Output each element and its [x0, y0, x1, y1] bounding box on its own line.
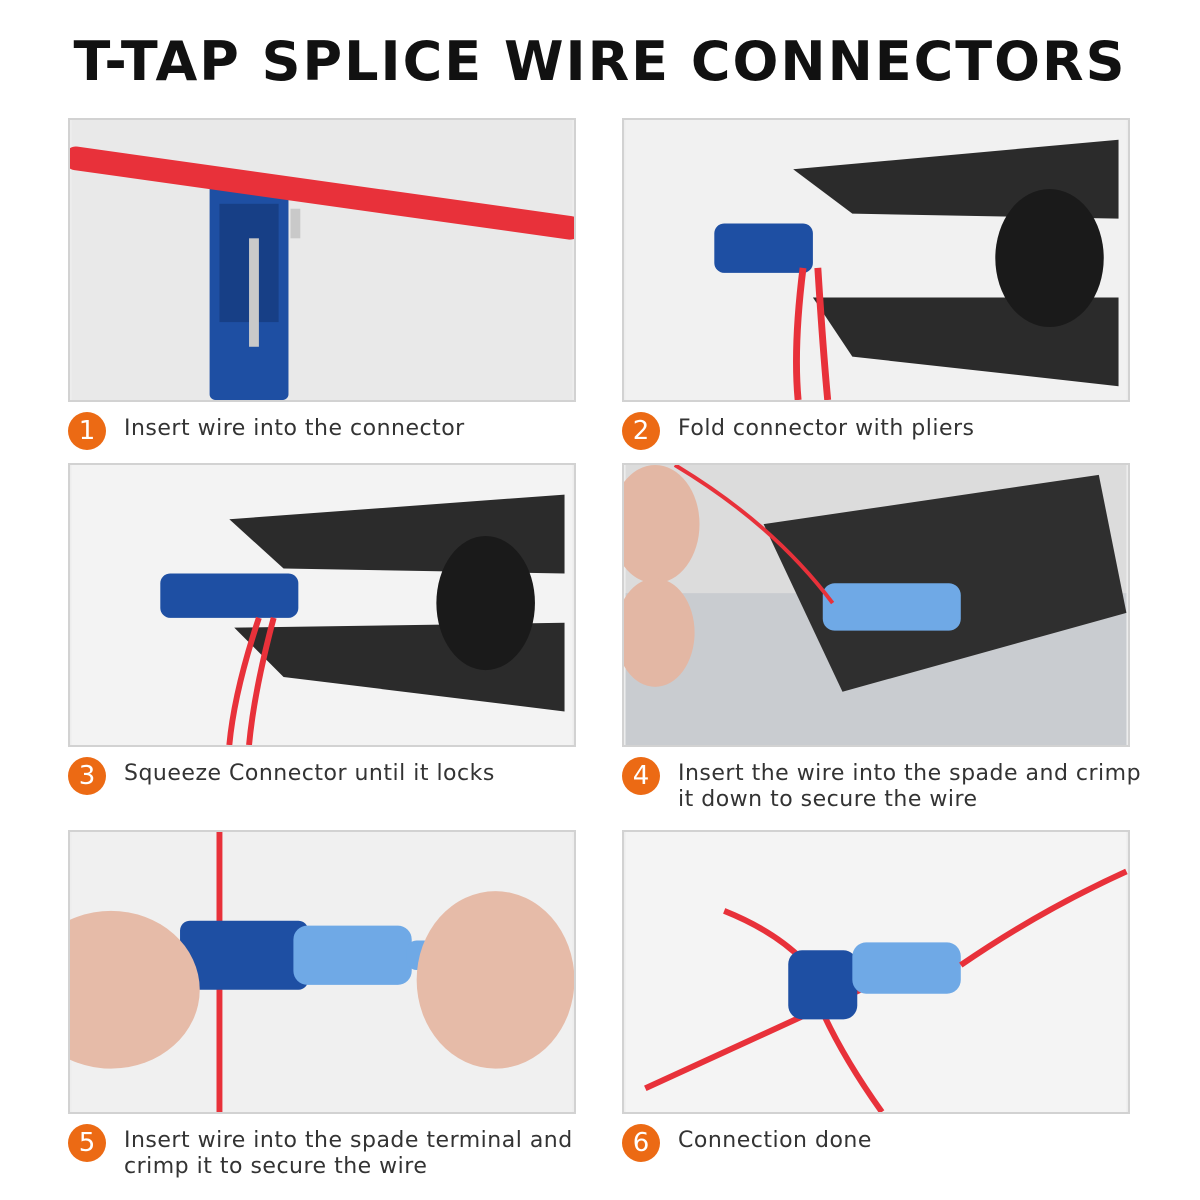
page-title: T-TAP SPLICE WIRE CONNECTORS: [73, 30, 1127, 93]
step-5-photo: [68, 830, 576, 1114]
finger-shape: [624, 465, 700, 584]
step-4: 4 Insert the wire into the spade and cri…: [622, 757, 1162, 817]
red-wire-shape: [673, 465, 835, 605]
squeeze-connector-illustration: [71, 465, 573, 745]
step-6: 6 Connection done: [622, 1124, 1162, 1184]
pliers-fold-illustration: [625, 120, 1127, 400]
step-description: Squeeze Connector until it locks: [124, 761, 495, 786]
spade-terminal-shape: [852, 942, 961, 994]
step-1-photo: [68, 118, 576, 402]
step-number-badge: 4: [622, 757, 660, 795]
step-description: Insert wire into the spade terminal and …: [124, 1128, 573, 1179]
step-6-photo: [622, 830, 1130, 1114]
connector-shape: [714, 223, 813, 273]
step-2-photo: [622, 118, 1130, 402]
spade-terminal-shape: [822, 583, 961, 631]
red-wire-shape: [70, 146, 574, 240]
step-description: Fold connector with pliers: [678, 416, 975, 441]
step-description: Insert the wire into the spade and crimp…: [678, 761, 1142, 812]
step-1: 1 Insert wire into the connector: [68, 412, 608, 472]
finger-shape: [70, 910, 200, 1069]
step-3-photo: [68, 463, 576, 747]
connection-done-illustration: [625, 832, 1128, 1112]
step-description: Connection done: [678, 1128, 872, 1153]
step-4-photo: [622, 463, 1130, 747]
step-number-badge: 1: [68, 412, 106, 450]
step-number-badge: 2: [622, 412, 660, 450]
spade-terminal-shape: [293, 925, 412, 985]
step-3: 3 Squeeze Connector until it locks: [68, 757, 608, 817]
spade-terminal-insert-illustration: [70, 832, 574, 1112]
connector-shape: [160, 573, 299, 618]
crimp-spade-illustration: [624, 465, 1127, 745]
step-5: 5 Insert wire into the spade terminal an…: [68, 1124, 608, 1184]
step-description: Insert wire into the connector: [124, 416, 465, 441]
connector-shape: [788, 950, 858, 1020]
connector-shape: [180, 920, 309, 990]
step-number-badge: 6: [622, 1124, 660, 1162]
wire-in-connector-illustration: [70, 120, 574, 400]
step-2: 2 Fold connector with pliers: [622, 412, 1162, 472]
step-number-badge: 5: [68, 1124, 106, 1162]
step-number-badge: 3: [68, 757, 106, 795]
